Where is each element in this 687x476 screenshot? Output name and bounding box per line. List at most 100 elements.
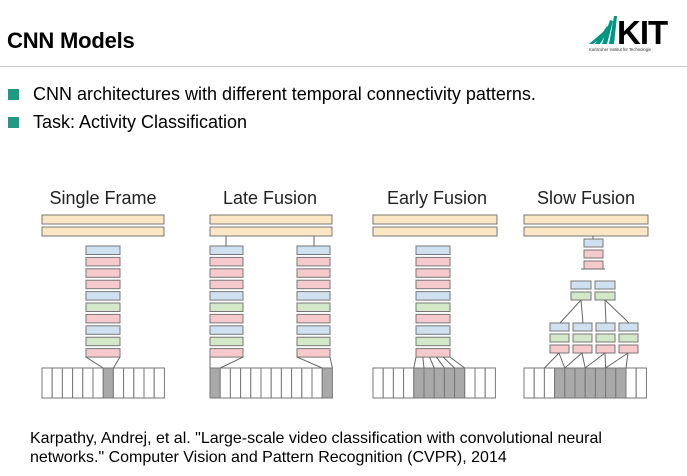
input-frame <box>301 367 313 399</box>
input-frame <box>92 367 104 399</box>
connection-line <box>85 356 104 369</box>
bullet-item: CNN architectures with different tempora… <box>8 80 536 108</box>
input-frame <box>533 367 545 399</box>
connection-line <box>435 356 445 369</box>
conv-layer-green <box>594 291 616 301</box>
conv-layer-green <box>415 336 451 347</box>
conv-layer-blue <box>594 280 616 290</box>
input-frame <box>635 367 647 399</box>
conv-layer-red <box>209 256 244 267</box>
input-frame-active <box>594 367 607 399</box>
input-frame <box>372 367 384 399</box>
connection-line <box>559 299 582 324</box>
fusion-architectures-diagram: Single Frame Late Fusion Early Fusion Sl… <box>41 188 649 399</box>
input-frame-active <box>209 367 221 399</box>
conv-layer-red <box>85 256 121 267</box>
conv-layer-blue <box>209 245 244 255</box>
connection-line <box>296 356 323 369</box>
fc-layer <box>523 226 649 237</box>
bullet-text: CNN architectures with different tempora… <box>33 83 536 104</box>
conv-layer-blue <box>415 291 451 301</box>
connection-line <box>429 356 435 369</box>
column-label-late-fusion: Late Fusion <box>223 188 317 208</box>
bullet-text: Task: Activity Classification <box>33 111 248 132</box>
connection-line <box>604 352 607 369</box>
conv-layer-red <box>415 313 451 324</box>
conv-layer-green <box>85 336 121 347</box>
conv-layer-red <box>415 279 451 290</box>
input-frame <box>250 367 262 399</box>
input-frame <box>133 367 145 399</box>
conv-layer-red <box>296 313 331 324</box>
conv-layer-blue <box>296 291 331 301</box>
connection-line <box>625 352 629 369</box>
connection-line <box>604 299 607 324</box>
fc-layer <box>372 214 498 225</box>
conv-layer-blue <box>209 325 244 335</box>
connection-line <box>422 357 425 369</box>
input-frame <box>153 367 165 399</box>
input-frame-active <box>564 367 576 399</box>
connection-line <box>604 299 630 324</box>
conv-layer-red <box>583 260 604 270</box>
conv-layer-blue <box>572 322 593 332</box>
input-frame-active <box>321 367 333 399</box>
input-frame-active <box>574 367 586 399</box>
conv-layer-blue <box>583 238 604 248</box>
conv-layer-blue <box>595 322 616 332</box>
input-frame <box>392 367 405 399</box>
input-frame-active <box>584 367 596 399</box>
conv-layer-blue <box>296 325 331 335</box>
input-frame <box>260 367 272 399</box>
conv-layer-red <box>296 268 331 278</box>
conv-layer-red <box>618 344 639 354</box>
connection-line <box>605 352 629 369</box>
fc-layer <box>209 226 333 237</box>
input-frame-active <box>554 367 566 399</box>
column-label-early-fusion: Early Fusion <box>387 188 487 208</box>
conv-layer-red <box>296 279 331 290</box>
input-frame <box>474 367 486 399</box>
input-frame <box>61 367 74 399</box>
conv-layer-red <box>85 279 121 290</box>
input-frame <box>219 367 231 399</box>
conv-layer-blue <box>415 245 451 255</box>
column-label-single-frame: Single Frame <box>49 188 156 208</box>
connection-line <box>580 299 584 324</box>
conv-layer-green <box>209 336 244 347</box>
bullet-list: CNN architectures with different tempora… <box>8 80 536 136</box>
conv-layer-green <box>85 302 121 312</box>
connection-line <box>449 356 466 369</box>
conv-layer-red <box>85 268 121 278</box>
conv-layer-red <box>209 279 244 290</box>
input-frame <box>112 367 125 399</box>
conv-layer-blue <box>85 291 121 301</box>
input-frame <box>280 367 293 399</box>
input-frame <box>123 367 135 399</box>
conv-layer-red <box>415 268 451 278</box>
conv-layer-red <box>296 348 331 358</box>
input-frame <box>543 367 556 399</box>
input-frame-active <box>102 367 114 399</box>
conv-layer-red <box>583 249 604 259</box>
input-frame <box>403 367 415 399</box>
fc-layer <box>41 214 165 225</box>
conv-layer-red <box>296 256 331 267</box>
connection-line <box>442 356 455 369</box>
conv-layer-green <box>296 302 331 312</box>
svg-text:KIT: KIT <box>617 14 668 51</box>
conv-layer-blue <box>296 245 331 255</box>
connection-line <box>584 352 606 369</box>
bullet-marker <box>8 88 19 100</box>
input-frame <box>82 367 94 399</box>
connection-line <box>558 352 566 369</box>
connection-line <box>413 357 417 369</box>
input-frame <box>143 367 155 399</box>
fc-layer <box>41 226 165 237</box>
connection-line <box>329 356 333 369</box>
bullet-marker <box>8 116 19 128</box>
input-frame <box>464 367 476 399</box>
conv-layer-green <box>595 333 616 343</box>
input-frame <box>41 367 53 399</box>
conv-layer-green <box>570 291 592 301</box>
